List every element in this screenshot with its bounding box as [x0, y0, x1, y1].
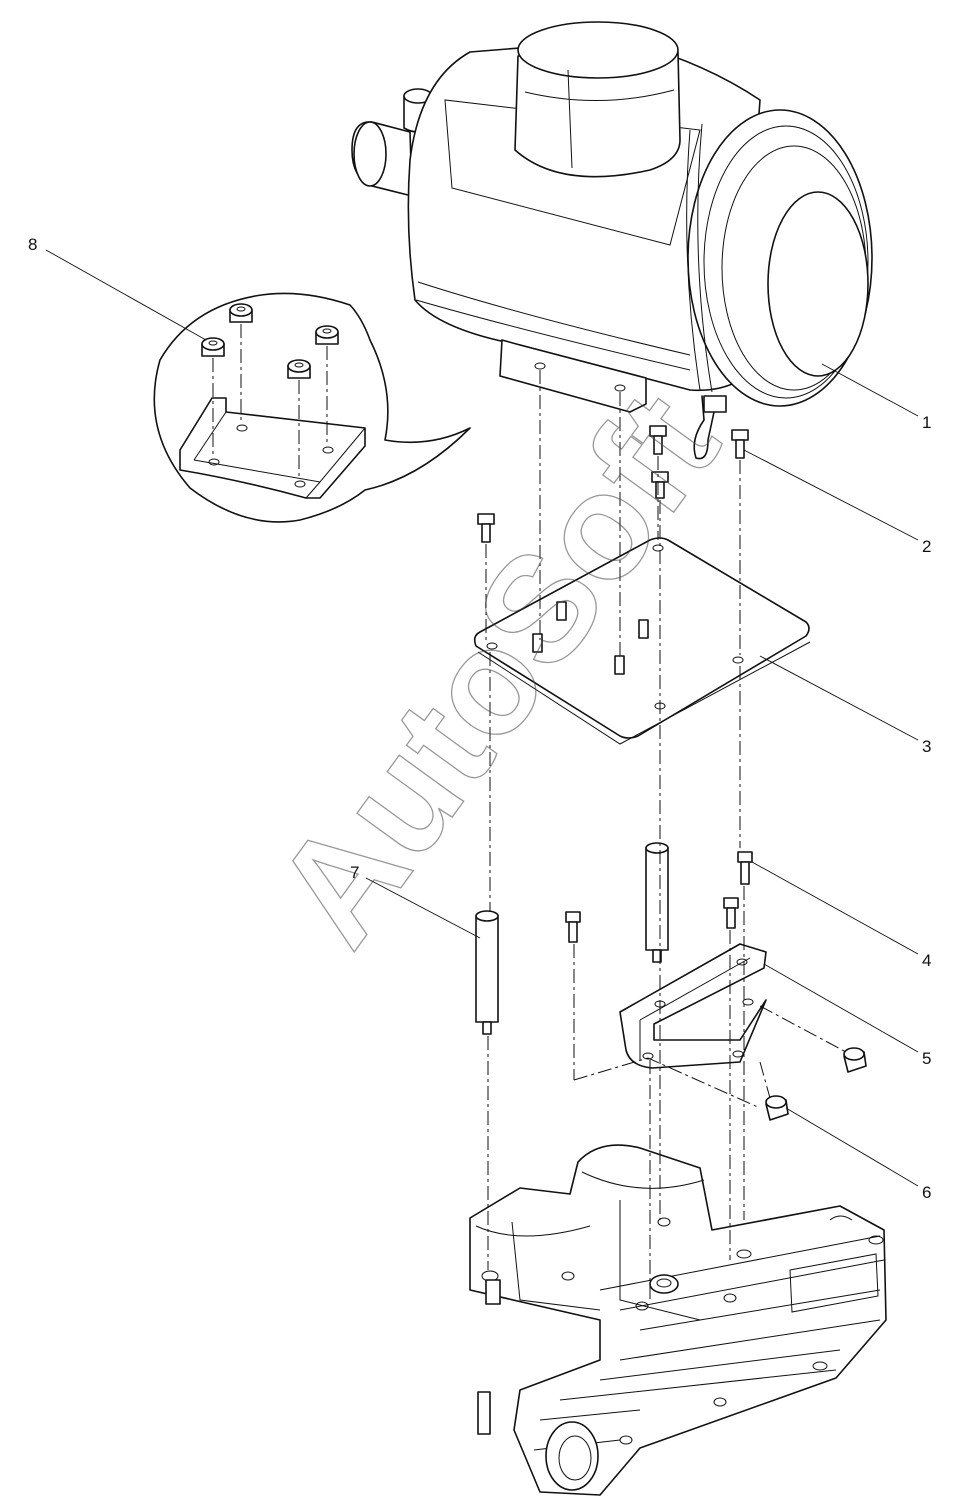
callout-7: 7 [350, 863, 359, 882]
callout-8: 8 [28, 235, 37, 254]
callout-4: 4 [922, 951, 931, 970]
bolts-upper [477, 425, 749, 543]
callout-6: 6 [922, 1183, 931, 1202]
air-filter-housing [351, 21, 873, 460]
flange-nut-icon [201, 303, 339, 379]
engine-manifold [469, 1144, 887, 1496]
callout-3: 3 [922, 737, 931, 756]
callout-5: 5 [922, 1049, 931, 1068]
callout-1: 1 [922, 413, 931, 432]
spacer-sleeves [475, 842, 669, 1035]
callout-2: 2 [922, 537, 931, 556]
assembly-center-lines [485, 370, 847, 1300]
lock-nuts [765, 1047, 867, 1121]
bolts-lower [565, 851, 753, 943]
mounting-plate [473, 537, 811, 745]
detail-bracket-circle [153, 292, 471, 523]
callout-labels: 1 2 3 4 5 6 7 8 [28, 235, 931, 1202]
callout-leaders [45, 249, 919, 1187]
